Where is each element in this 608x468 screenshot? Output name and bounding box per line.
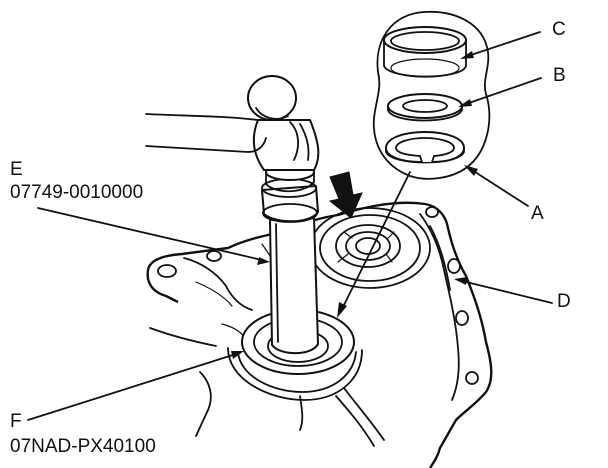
part-b-washer bbox=[387, 93, 463, 122]
parts-group-outline bbox=[372, 10, 491, 180]
label-c: C bbox=[552, 19, 566, 40]
label-e: E bbox=[10, 159, 23, 180]
down-arrow-icon bbox=[328, 171, 363, 219]
part-a-snap-ring bbox=[385, 131, 465, 164]
label-a: A bbox=[531, 203, 544, 224]
label-f: F bbox=[10, 411, 22, 432]
label-d: D bbox=[557, 291, 571, 312]
leader-lines bbox=[27, 31, 553, 421]
part-c-collar bbox=[383, 26, 467, 78]
label-e-part-number: 07749-0010000 bbox=[10, 182, 144, 203]
label-b: B bbox=[553, 65, 566, 86]
bearing-bore bbox=[309, 207, 431, 289]
tool-e-driver-handle bbox=[247, 75, 320, 355]
hand-outline bbox=[145, 113, 310, 161]
label-f-part-number: 07NAD-PX40100 bbox=[10, 436, 156, 457]
